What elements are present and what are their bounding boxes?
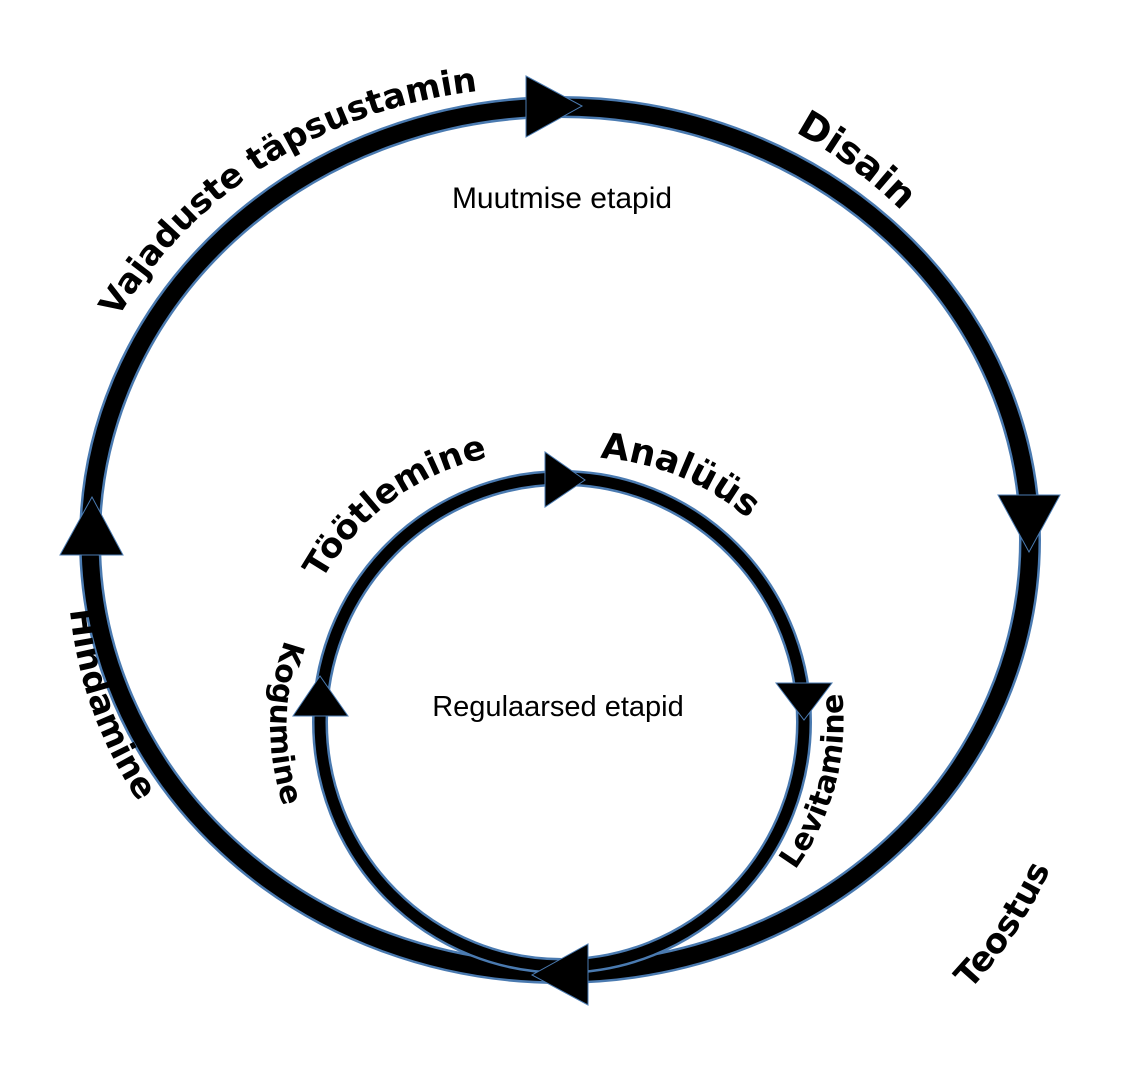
stage-label-vajaduste-tapsustamine: Vajaduste täpsustamine (0, 0, 479, 323)
arrow-right-icon (544, 451, 586, 508)
stage-label-kogumine: Kogumine (262, 637, 311, 808)
arrow-down-icon (774, 682, 834, 721)
arrow-up-icon (59, 495, 124, 556)
arrow-down-icon (997, 494, 1061, 554)
arrow-left-icon (530, 943, 589, 1006)
outer-ring (79, 96, 1041, 984)
arrow-right-icon (525, 75, 584, 138)
stage-label-teostus: Teostus (947, 856, 1059, 997)
arrow-up-icon (292, 675, 349, 717)
stage-label-levitamine: Levitamine (773, 692, 852, 874)
inner-cycle-title: Regulaarsed etapid (432, 691, 684, 723)
outer-cycle-title: Muutmise etapid (452, 182, 672, 215)
